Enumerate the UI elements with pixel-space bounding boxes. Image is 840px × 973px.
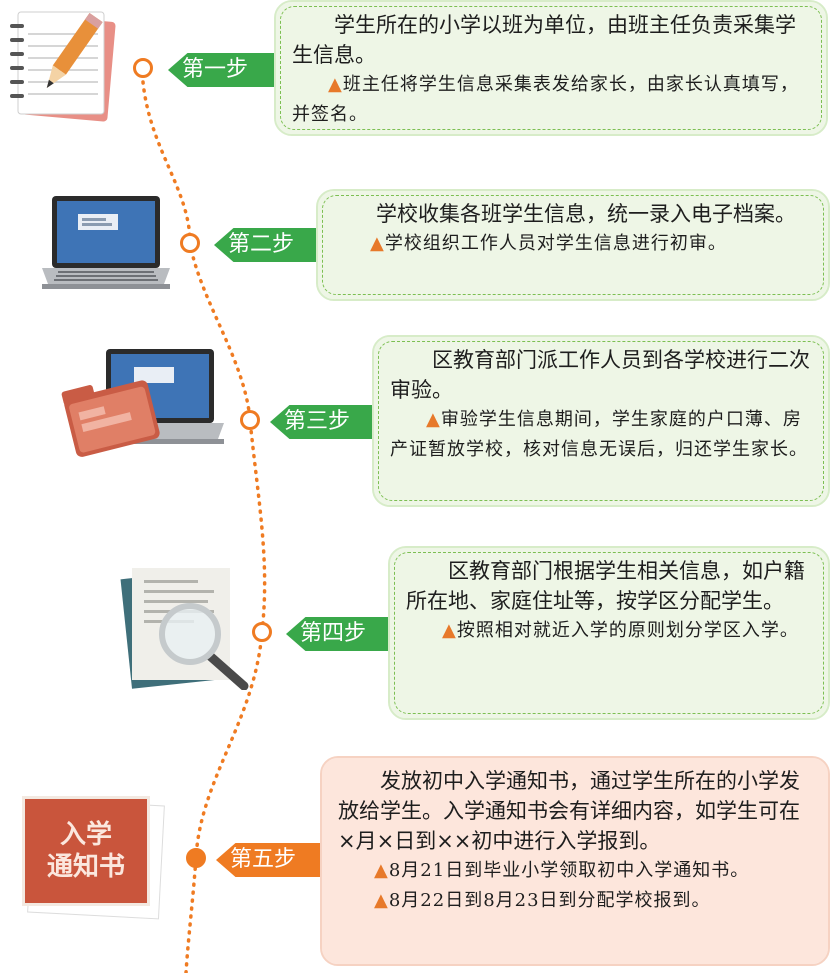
step3-tag: 第三步 <box>270 405 404 439</box>
step4-note: ▲按照相对就近入学的原则划分学区入学。 <box>442 620 799 641</box>
step2-box: 学校收集各班学生信息，统一录入电子档案。 ▲学校组织工作人员对学生信息进行初审。 <box>316 189 830 301</box>
step4-main-text: 区教育部门根据学生相关信息，如户籍所在地、家庭住址等，按学区分配学生。 <box>406 559 805 613</box>
step2-main-text: 学校收集各班学生信息，统一录入电子档案。 <box>376 202 796 226</box>
triangle-bullet-icon: ▲ <box>426 409 441 430</box>
notepad-pencil-icon <box>10 11 116 122</box>
step5-tag: 第五步 <box>216 843 350 877</box>
laptop-folder-icon <box>61 349 224 457</box>
step3-label: 第三步 <box>284 409 351 434</box>
step1-tag: 第一步 <box>168 53 302 87</box>
step2-node <box>180 233 200 253</box>
magnifier-document-icon <box>120 568 249 690</box>
step4-box: 区教育部门根据学生相关信息，如户籍所在地、家庭住址等，按学区分配学生。 ▲按照相… <box>388 546 830 720</box>
step2-label: 第二步 <box>228 232 295 257</box>
step5-note-1: ▲8月21日到毕业小学领取初中入学通知书。 <box>374 860 750 881</box>
step5-main-text: 发放初中入学通知书，通过学生所在的小学发放给学生。入学通知书会有详细内容，如学生… <box>338 769 800 853</box>
step1-box: 学生所在的小学以班为单位，由班主任负责采集学生信息。 ▲班主任将学生信息采集表发… <box>274 0 828 136</box>
triangle-bullet-icon: ▲ <box>328 74 343 95</box>
triangle-bullet-icon: ▲ <box>442 620 457 641</box>
admission-notice-icon: 入学 通知书 <box>22 796 165 920</box>
step5-box: 发放初中入学通知书，通过学生所在的小学发放给学生。入学通知书会有详细内容，如学生… <box>320 756 830 966</box>
triangle-bullet-icon: ▲ <box>370 233 385 254</box>
step3-box: 区教育部门派工作人员到各学校进行二次审验。 ▲审验学生信息期间，学生家庭的户口薄… <box>372 335 830 507</box>
notice-card-line2: 通知书 <box>46 852 125 882</box>
step1-node <box>133 58 153 78</box>
triangle-bullet-icon: ▲ <box>374 860 389 881</box>
step2-note: ▲学校组织工作人员对学生信息进行初审。 <box>370 233 727 254</box>
step2-tag: 第二步 <box>214 228 348 262</box>
step3-main-text: 区教育部门派工作人员到各学校进行二次审验。 <box>390 348 810 402</box>
laptop-icon <box>42 196 170 289</box>
step3-node <box>240 410 260 430</box>
step1-note: ▲班主任将学生信息采集表发给家长，由家长认真填写，并签名。 <box>292 74 799 125</box>
step3-note: ▲审验学生信息期间，学生家庭的户口薄、房产证暂放学校，核对信息无误后，归还学生家… <box>390 409 808 460</box>
step1-main-text: 学生所在的小学以班为单位，由班主任负责采集学生信息。 <box>292 13 796 67</box>
triangle-bullet-icon: ▲ <box>374 890 389 911</box>
step4-label: 第四步 <box>300 621 367 646</box>
step1-label: 第一步 <box>182 57 249 82</box>
step4-node <box>252 622 272 642</box>
step4-tag: 第四步 <box>286 617 420 651</box>
step5-node <box>186 848 206 868</box>
step5-note-2: ▲8月22日到8月23日到分配学校报到。 <box>374 890 711 911</box>
notice-card-line1: 入学 <box>59 820 112 850</box>
step5-label: 第五步 <box>230 847 297 872</box>
